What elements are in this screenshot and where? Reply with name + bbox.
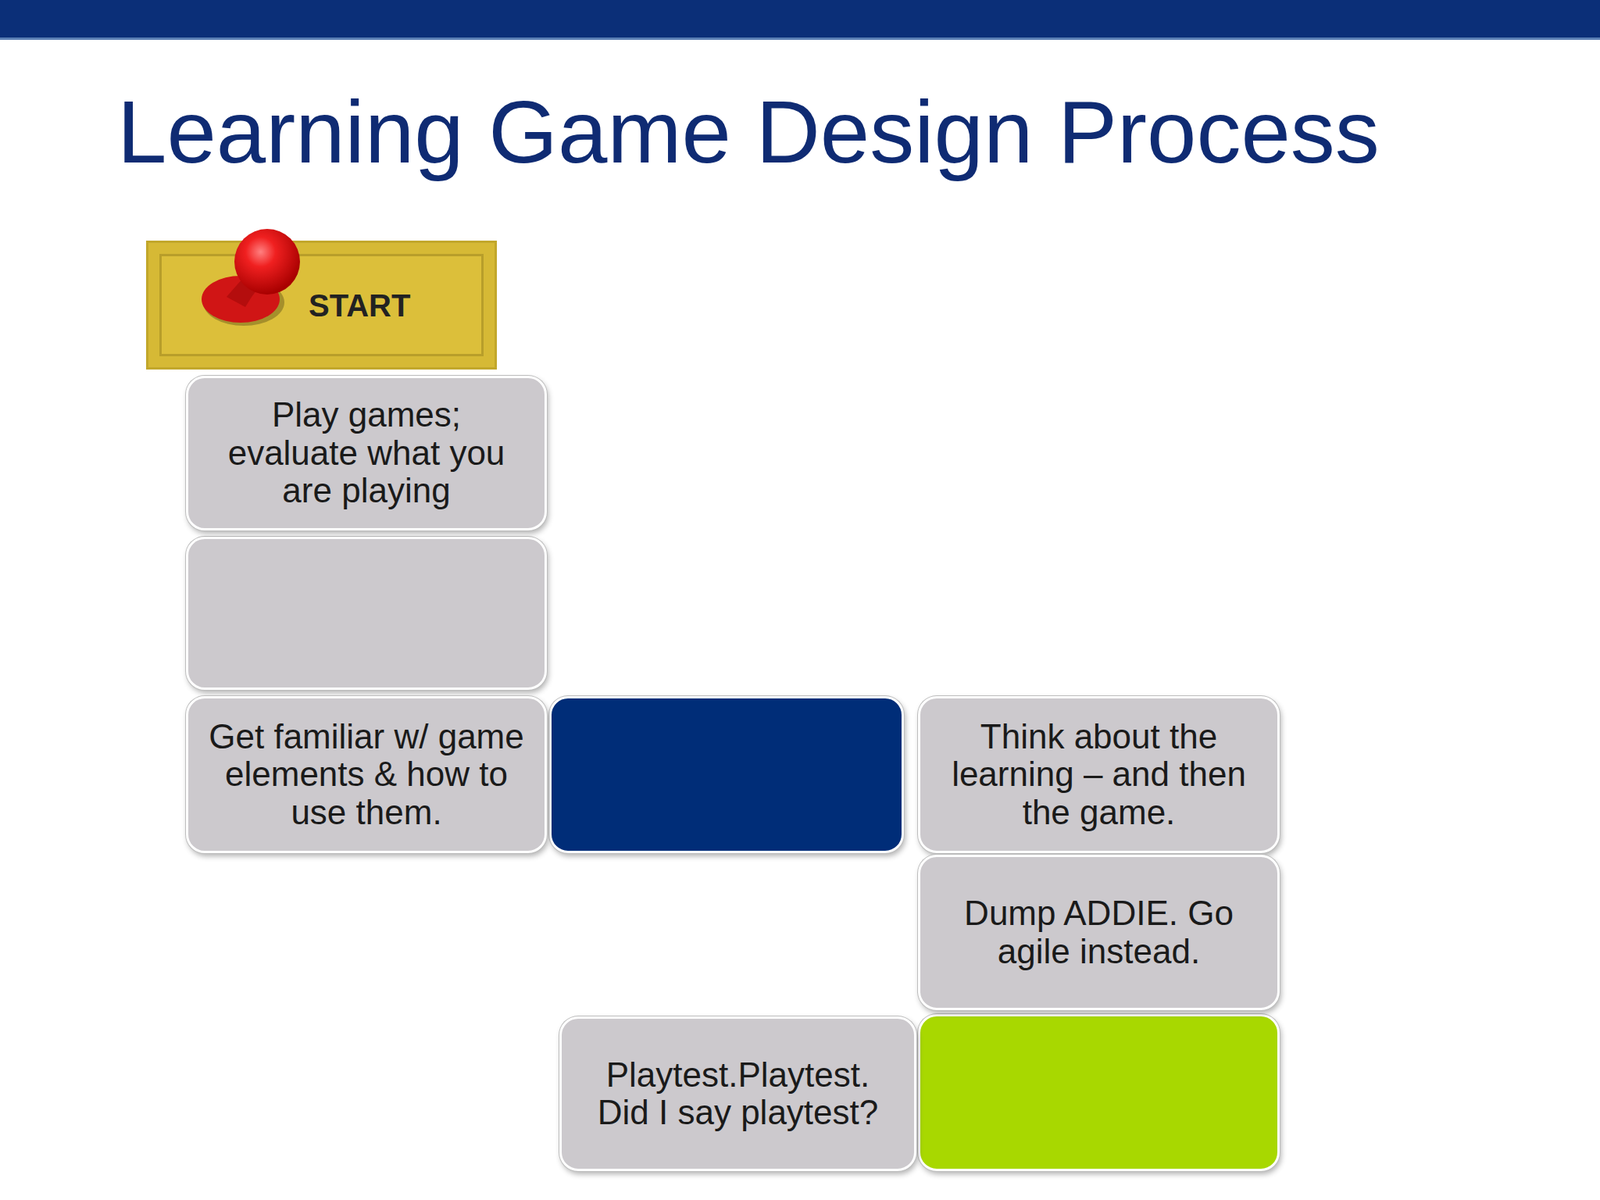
blank-square xyxy=(185,536,547,690)
square-text: Play games; evaluate what you are playin… xyxy=(207,396,526,510)
board-square: Think about the learning – and then the … xyxy=(917,696,1280,854)
top-bar xyxy=(0,0,1600,40)
square-text: Dump ADDIE. Go agile instead. xyxy=(939,894,1259,971)
board-square: Get familiar w/ game elements & how to u… xyxy=(185,696,547,854)
square-text: Playtest.Playtest. Did I say playtest? xyxy=(580,1056,896,1133)
board-square: Play games; evaluate what you are playin… xyxy=(185,375,547,531)
start-button: START xyxy=(146,240,497,370)
start-label: START xyxy=(308,288,411,323)
slide-title: Learning Game Design Process xyxy=(117,87,1380,177)
push-pin xyxy=(195,222,313,340)
blank-square xyxy=(549,696,904,854)
board-square: Dump ADDIE. Go agile instead. xyxy=(917,854,1280,1011)
square-text: Get familiar w/ game elements & how to u… xyxy=(207,717,526,832)
square-text: Think about the learning – and then the … xyxy=(939,717,1259,832)
board-square: Playtest.Playtest. Did I say playtest? xyxy=(559,1016,917,1172)
blank-square xyxy=(917,1014,1280,1172)
